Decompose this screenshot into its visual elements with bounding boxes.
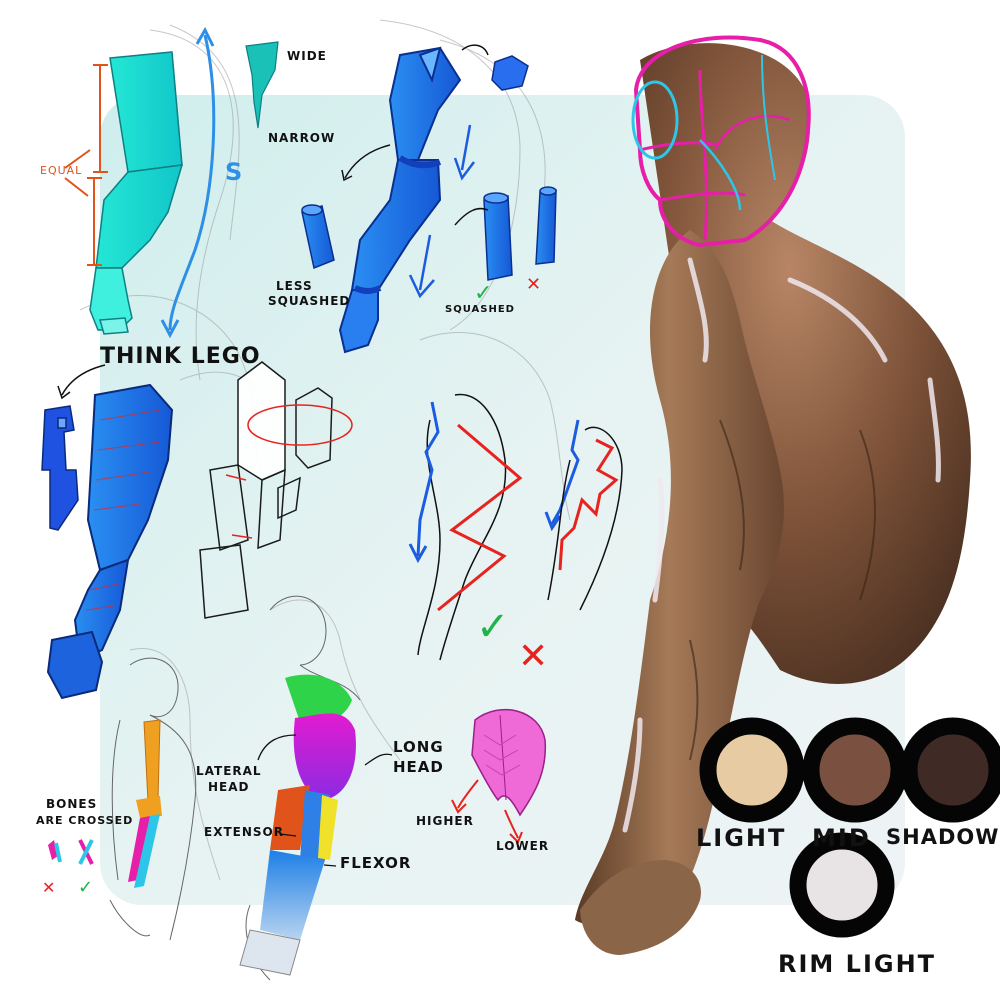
zigzag-red-wrong — [558, 438, 619, 571]
label-squashed: SQUASHED — [445, 304, 515, 315]
cylinder-squashed — [483, 192, 513, 281]
cyan-arm-block — [89, 51, 184, 335]
equal-brackets — [64, 64, 108, 266]
zigzag-arm-wrong — [547, 426, 623, 611]
label-light: LIGHT — [696, 824, 787, 852]
label-narrow: NARROW — [268, 131, 336, 145]
pencil-sketch-lines — [79, 19, 571, 881]
swatch-mid — [802, 717, 908, 823]
blue-down-arrows — [408, 124, 475, 299]
s-curve-arrow — [160, 26, 216, 339]
label-s-curve: S — [225, 158, 244, 186]
black-curved-arrows — [341, 44, 489, 226]
label-shadow: SHADOW — [886, 825, 1000, 849]
label-lateral: LATERAL — [196, 764, 262, 778]
label-are-crossed: ARE CROSSED — [36, 814, 134, 827]
label-lateral-head: HEAD — [208, 780, 250, 794]
lego-brick — [41, 405, 79, 531]
bones-cross-icons — [48, 839, 94, 865]
label-long: LONG — [393, 738, 444, 756]
zigzag-cross-mark: ✕ — [518, 636, 548, 677]
label-flexor: FLEXOR — [340, 854, 412, 872]
bones-cross-check: ✓ — [78, 877, 93, 898]
red-cross-mark: ✕ — [526, 274, 541, 295]
label-bones: BONES — [46, 797, 98, 811]
label-extensor: EXTENSOR — [204, 825, 284, 839]
muscle-pointer-arrows — [257, 734, 393, 867]
label-think-lego: THINK LEGO — [100, 344, 261, 369]
cylinder-wrong — [535, 186, 557, 265]
swatch-shadow — [900, 717, 1000, 823]
label-rim-light: RIM LIGHT — [778, 950, 937, 978]
swatch-light — [699, 717, 805, 823]
bones-figure-sketch — [109, 657, 197, 941]
lego-arm — [46, 383, 174, 700]
red-rotation-arrows — [225, 404, 353, 539]
cylinder-less-squashed — [301, 204, 335, 270]
zigzag-check-mark: ✓ — [476, 604, 510, 650]
label-long-head: HEAD — [393, 758, 444, 776]
label-less: LESS — [276, 279, 313, 293]
shaded-torso — [575, 43, 971, 955]
palette-swatches — [699, 717, 1000, 938]
head-construction — [631, 35, 811, 248]
label-equal: EQUAL — [40, 164, 83, 177]
lego-arrow — [57, 364, 106, 400]
wide-narrow-shape — [245, 41, 279, 129]
label-higher: HIGHER — [416, 814, 474, 828]
blue-cube — [491, 55, 529, 91]
label-less-squashed: SQUASHED — [268, 294, 351, 308]
muscle-arm-colored — [239, 674, 356, 976]
box-wireframe-arm — [199, 361, 333, 619]
blue-tube-arm — [338, 46, 462, 354]
zigzag-red-correct — [437, 423, 523, 612]
triceps-shape — [471, 708, 547, 817]
label-lower: LOWER — [496, 839, 550, 853]
triceps-red-arrows — [451, 779, 523, 844]
label-wide: WIDE — [287, 49, 327, 63]
swatch-rim-light — [789, 832, 895, 938]
label-mid: MID — [812, 824, 871, 852]
green-check-mark: ✓ — [474, 281, 492, 306]
zigzag-blue-arrows — [408, 401, 580, 564]
bones-colored — [128, 719, 162, 888]
bones-cross-x: ✕ — [42, 878, 55, 897]
